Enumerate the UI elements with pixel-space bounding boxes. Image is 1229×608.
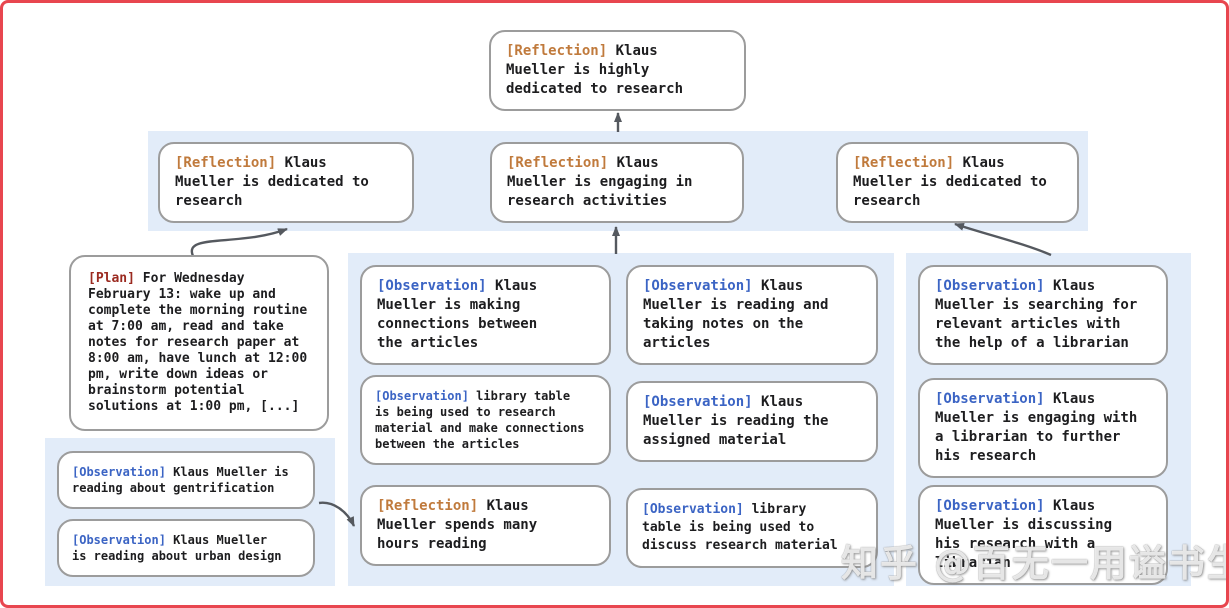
observation-label: [Observation] (935, 278, 1045, 294)
node-obs-urban-design: [Observation] Klaus Mueller is reading a… (57, 519, 315, 577)
node-obs-taking-notes: [Observation] Klaus Mueller is reading a… (626, 265, 878, 365)
node-text: Klaus Mueller is dedicated to research (853, 155, 1047, 209)
node-text: library table is being used to research … (375, 389, 585, 451)
node-obs-searching-articles: [Observation] Klaus Mueller is searching… (918, 265, 1168, 365)
node-reflection-dedicated-2: [Reflection] Klaus Mueller is dedicated … (836, 142, 1079, 223)
node-text: Klaus Mueller is reading about gentrific… (72, 465, 289, 495)
observation-label: [Observation] (377, 278, 487, 294)
node-text: Klaus Mueller is engaging in research ac… (507, 155, 693, 209)
node-text: For Wednesday February 13: wake up and c… (88, 271, 308, 414)
node-text: Klaus Mueller is highly dedicated to res… (506, 43, 684, 97)
reflection-label: [Reflection] (175, 155, 277, 171)
node-reflection-engaging: [Reflection] Klaus Mueller is engaging i… (490, 142, 744, 223)
node-text: Klaus Mueller spends many hours reading (377, 498, 538, 552)
node-reflection-dedicated-1: [Reflection] Klaus Mueller is dedicated … (158, 142, 414, 223)
node-text: Klaus Mueller is engaging with a librari… (935, 391, 1138, 464)
node-text: Klaus Mueller is reading the assigned ma… (643, 394, 829, 448)
observation-label: [Observation] (72, 465, 166, 479)
node-obs-engaging-librarian: [Observation] Klaus Mueller is engaging … (918, 378, 1168, 478)
observation-label: [Observation] (643, 394, 753, 410)
node-text: Klaus Mueller is reading and taking note… (643, 278, 829, 351)
node-plan-wednesday: [Plan] For Wednesday February 13: wake u… (69, 255, 329, 431)
node-text: Klaus Mueller is making connections betw… (377, 278, 538, 351)
node-obs-assigned-material: [Observation] Klaus Mueller is reading t… (626, 381, 878, 462)
zhihu-watermark: 知乎 @百无一用谥书生 (841, 542, 1229, 585)
observation-label: [Observation] (375, 389, 469, 403)
observation-label: [Observation] (935, 498, 1045, 514)
node-obs-library-table-discuss: [Observation] library table is being use… (626, 488, 878, 568)
observation-label: [Observation] (935, 391, 1045, 407)
node-text: Klaus Mueller is reading about urban des… (72, 533, 282, 563)
node-reflection-root: [Reflection] Klaus Mueller is highly ded… (489, 30, 746, 111)
reflection-label: [Reflection] (506, 43, 608, 59)
reflection-label: [Reflection] (853, 155, 955, 171)
node-text: library table is being used to discuss r… (642, 502, 838, 553)
reflection-label: [Reflection] (377, 498, 479, 514)
plan-label: [Plan] (88, 271, 135, 286)
node-obs-discussing-librarian: [Observation] Klaus Mueller is discussin… (918, 485, 1168, 585)
node-text: Klaus Mueller is searching for relevant … (935, 278, 1138, 351)
observation-label: [Observation] (643, 278, 753, 294)
observation-label: [Observation] (72, 533, 166, 547)
node-obs-making-connections: [Observation] Klaus Mueller is making co… (360, 265, 611, 365)
node-reflection-hours-reading: [Reflection] Klaus Mueller spends many h… (360, 485, 611, 566)
observation-label: [Observation] (642, 502, 744, 517)
node-text: Klaus Mueller is discussing his research… (935, 498, 1113, 571)
reflection-label: [Reflection] (507, 155, 609, 171)
node-obs-gentrification: [Observation] Klaus Mueller is reading a… (57, 451, 315, 509)
arrow-plan-to-reflection (190, 227, 288, 257)
node-obs-library-table-research: [Observation] library table is being use… (360, 375, 611, 465)
node-text: Klaus Mueller is dedicated to research (175, 155, 369, 209)
